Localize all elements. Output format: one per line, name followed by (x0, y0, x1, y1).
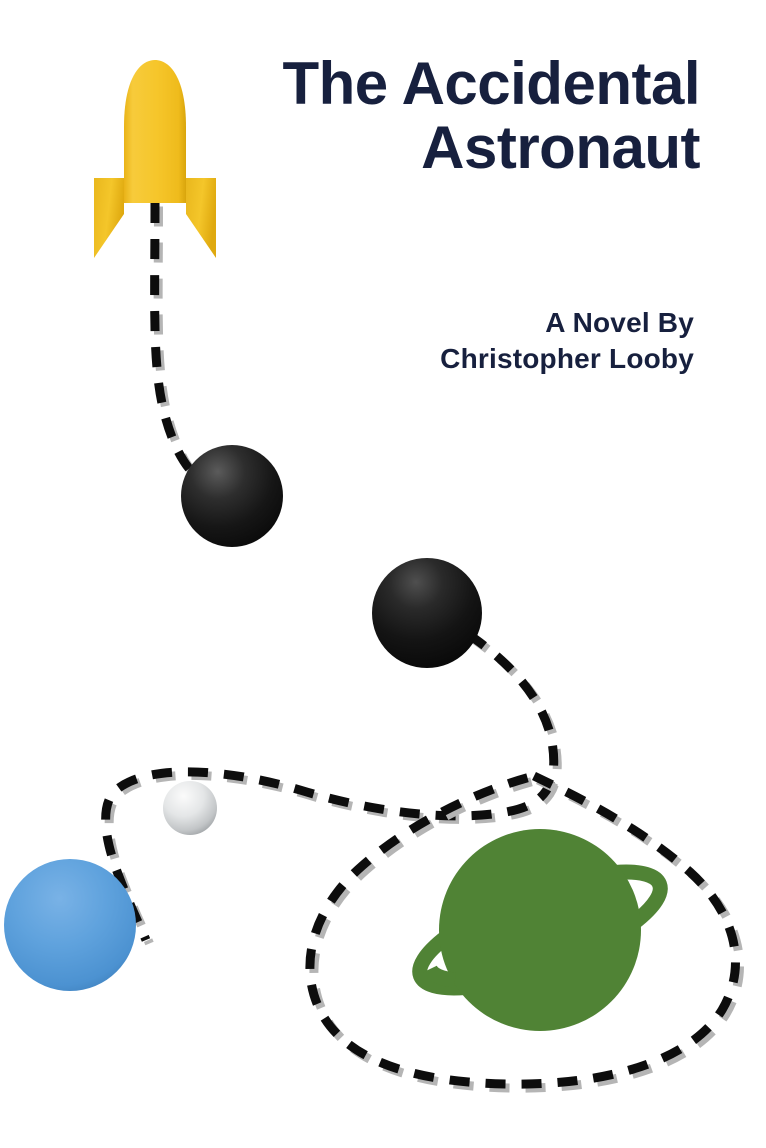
title-line-1: The Accidental (282, 50, 700, 117)
rocket-body (124, 60, 186, 203)
planet-green-ringed (412, 829, 668, 1031)
path-orbit-loop (305, 771, 740, 1089)
page-title: The Accidental Astronaut (180, 50, 700, 182)
path-segment-1 (150, 202, 218, 494)
author-name: Christopher Looby (440, 342, 694, 374)
rocket-fin-right (186, 178, 216, 258)
planet-ring-front (423, 965, 456, 988)
planet-green-body (439, 829, 641, 1031)
title-line-2: Astronaut (421, 114, 700, 182)
planet-black-upper (181, 445, 283, 547)
path-segment-2 (101, 630, 559, 942)
author-byline-label: A Novel By (545, 307, 694, 338)
planet-black-middle (372, 558, 482, 668)
flight-path-group (101, 202, 744, 1093)
rocket-group (94, 60, 216, 258)
planet-white-moon (163, 781, 217, 835)
rocket-fin-left (94, 178, 124, 258)
path-segment-2-shadow (104, 633, 562, 946)
author-credit: A Novel By Christopher Looby (234, 305, 694, 377)
planet-blue (4, 859, 136, 991)
